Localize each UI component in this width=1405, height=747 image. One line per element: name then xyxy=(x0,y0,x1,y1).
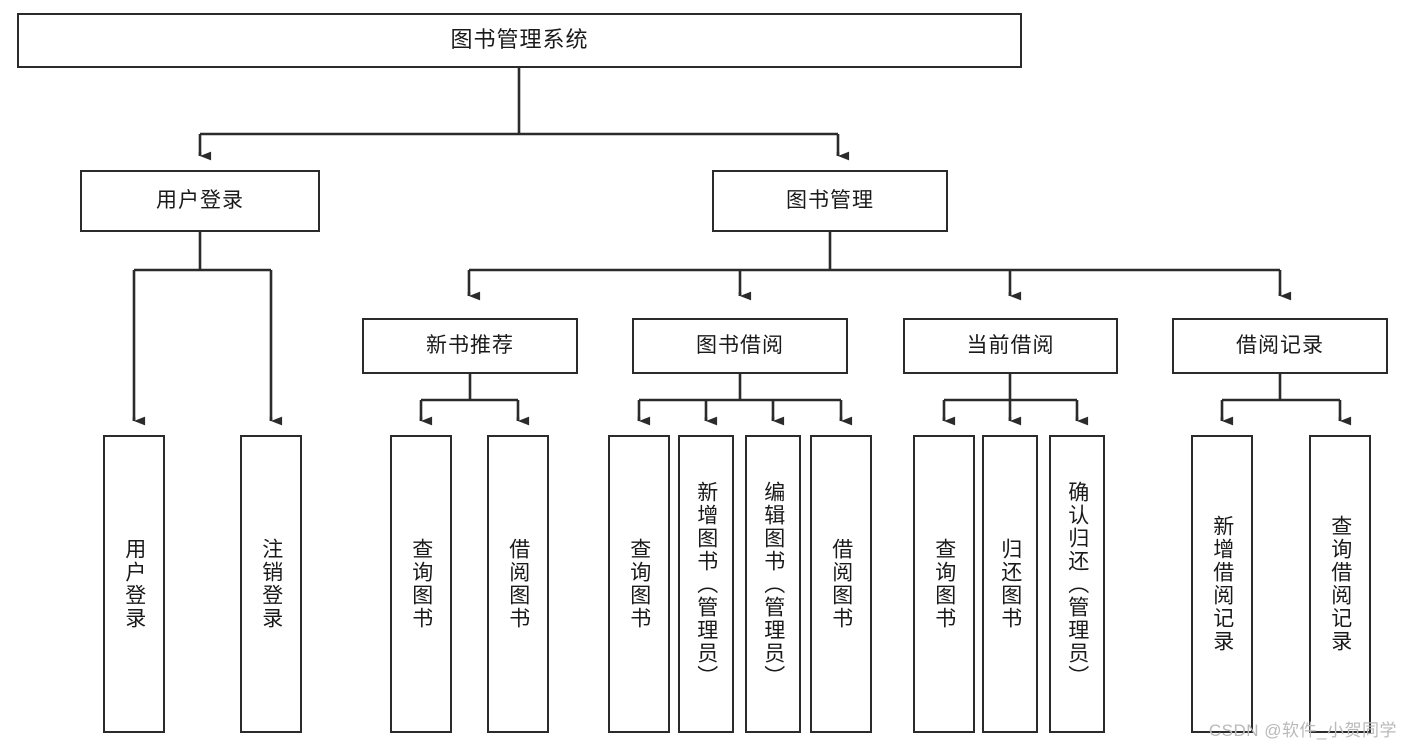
node-book-borrowing[interactable]: 图书借阅 xyxy=(632,318,848,374)
node-borrowing-record[interactable]: 借阅记录 xyxy=(1172,318,1388,374)
node-label: 借阅记录 xyxy=(1236,334,1324,358)
node-leaf-query-book-borrow[interactable]: 查询图书 xyxy=(608,435,670,733)
node-label: 借阅图书 xyxy=(829,538,853,630)
node-leaf-add-borrow-record[interactable]: 新增借阅记录 xyxy=(1191,435,1253,733)
node-leaf-confirm-return-admin[interactable]: 确认归还（管理员） xyxy=(1049,435,1105,733)
node-leaf-return-book[interactable]: 归还图书 xyxy=(982,435,1038,733)
node-label: 新书推荐 xyxy=(426,334,514,358)
node-book-management[interactable]: 图书管理 xyxy=(712,170,948,232)
node-leaf-edit-book-admin[interactable]: 编辑图书（管理员） xyxy=(745,435,801,733)
node-leaf-user-logout[interactable]: 注销登录 xyxy=(240,435,302,733)
node-label: 编辑图书（管理员） xyxy=(761,480,785,688)
node-leaf-add-book-admin[interactable]: 新增图书（管理员） xyxy=(678,435,734,733)
node-leaf-borrow-book[interactable]: 借阅图书 xyxy=(810,435,872,733)
node-label: 当前借阅 xyxy=(966,334,1055,358)
node-label: 查询借阅记录 xyxy=(1328,515,1352,653)
node-leaf-query-book-current[interactable]: 查询图书 xyxy=(913,435,975,733)
node-label: 用户登录 xyxy=(122,538,146,630)
node-leaf-query-borrow-record[interactable]: 查询借阅记录 xyxy=(1309,435,1371,733)
node-label: 图书管理 xyxy=(786,189,874,213)
node-user-login[interactable]: 用户登录 xyxy=(80,170,320,232)
node-label: 查询图书 xyxy=(409,538,433,630)
node-label: 图书管理系统 xyxy=(450,27,589,53)
node-leaf-query-book-newbook[interactable]: 查询图书 xyxy=(390,435,452,733)
node-label: 图书借阅 xyxy=(696,334,784,358)
node-label: 确认归还（管理员） xyxy=(1065,480,1089,688)
node-label: 用户登录 xyxy=(156,189,244,213)
node-label: 新增图书（管理员） xyxy=(694,480,718,688)
node-label: 注销登录 xyxy=(259,538,283,630)
node-label: 查询图书 xyxy=(627,538,651,630)
node-new-book-recommendation[interactable]: 新书推荐 xyxy=(362,318,578,374)
node-leaf-borrow-book-newbook[interactable]: 借阅图书 xyxy=(487,435,549,733)
watermark-text: CSDN @软件_小贺同学 xyxy=(1208,721,1397,740)
node-label: 归还图书 xyxy=(998,538,1022,630)
node-label: 查询图书 xyxy=(932,538,956,630)
node-label: 借阅图书 xyxy=(506,538,530,630)
node-current-borrowing[interactable]: 当前借阅 xyxy=(903,318,1118,374)
node-label: 新增借阅记录 xyxy=(1210,515,1234,653)
node-root-book-management-system[interactable]: 图书管理系统 xyxy=(17,13,1022,68)
node-leaf-user-login[interactable]: 用户登录 xyxy=(103,435,165,733)
